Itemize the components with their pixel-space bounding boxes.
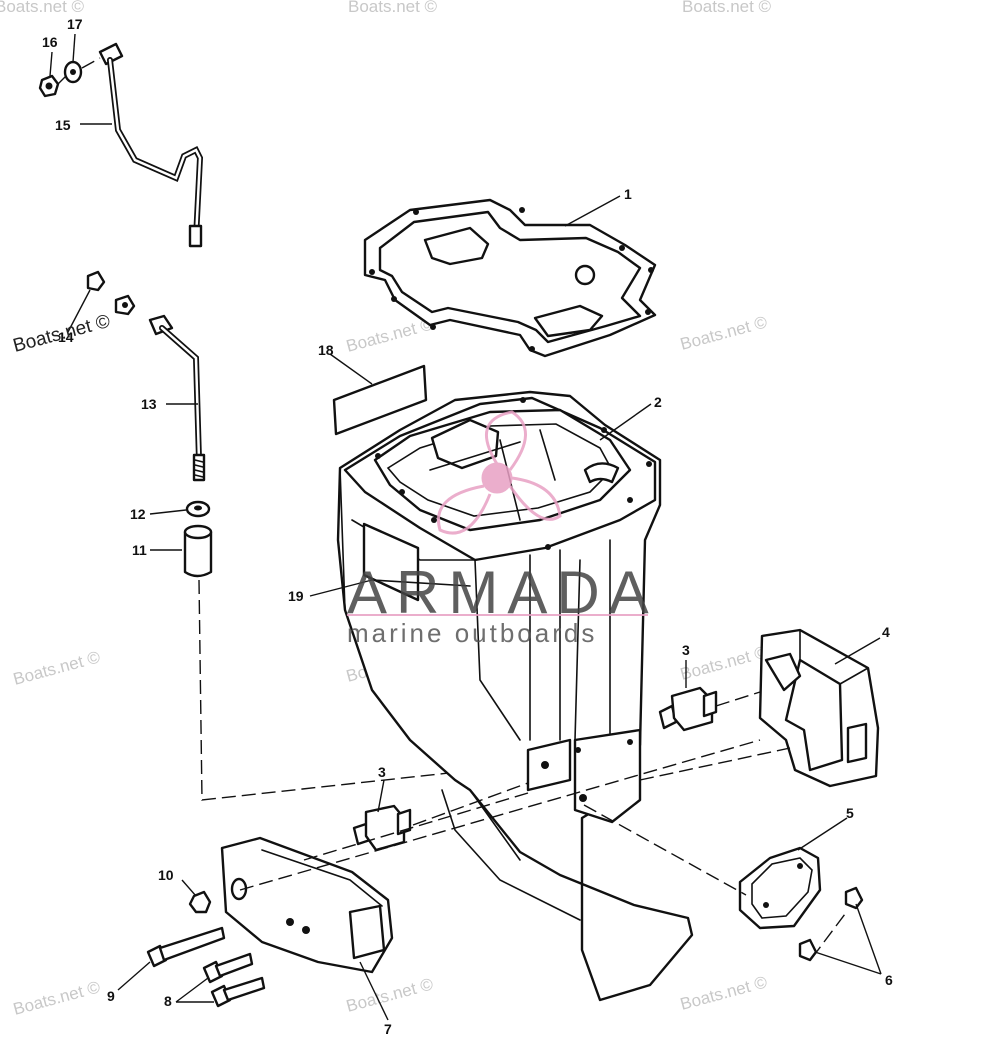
part-6-screw-upper [844,886,864,910]
propeller-logo-icon [437,410,562,535]
part-5-lower-mount-cover [738,846,822,930]
watermark-text: Boats.net © [11,311,113,357]
part-16-nut [38,74,60,98]
armada-tagline-text: marine outboards [347,618,597,648]
part-2-driveshaft-housing [336,390,694,1002]
watermark-text: Boats.net © [682,0,772,16]
callout-14: 14 [58,329,74,345]
callout-10: 10 [158,867,174,883]
callout-17: 17 [67,16,83,32]
callout-6: 6 [885,972,893,988]
callout-12: 12 [130,506,146,522]
part-1-gasket [363,198,657,358]
callout-7: 7 [384,1021,392,1037]
watermark-text: Boats.net © [678,972,769,1014]
callout-13: 13 [141,396,157,412]
watermark-text: Boats.net © [0,0,85,16]
callout-numbers: 1 2 3 3 4 5 6 7 8 9 10 11 12 13 14 15 16… [42,16,893,1037]
callout-3-lower: 3 [378,764,386,780]
part-11-link-line [198,579,541,801]
callout-8: 8 [164,993,172,1009]
assembly-lines [239,691,849,959]
callout-18: 18 [318,342,334,358]
watermark-text: Boats.net © [348,0,438,16]
part-12-nut [185,500,211,518]
part-8-bolt-upper [202,952,254,984]
callout-3-upper: 3 [682,642,690,658]
part-14-fasteners [86,270,136,316]
part-3-rubber-mount-upper [658,686,718,732]
part-4-upper-mount [758,628,880,788]
watermark-text: Boats.net © [678,642,769,684]
leader-lines [49,33,882,1021]
part-7-lower-mount-housing [220,836,394,974]
part-10-nut [188,890,212,914]
part-19-decal [371,579,471,587]
part-9-long-bolt [146,926,226,968]
callout-9: 9 [107,988,115,1004]
part-17-washer [63,60,83,84]
part-18-decal [332,364,428,436]
part-15-axis [57,57,101,85]
watermark-text: Boats.net © [11,977,102,1019]
part-11-coupler [183,524,213,578]
callout-2: 2 [654,394,662,410]
callout-16: 16 [42,34,58,50]
callout-5: 5 [846,805,854,821]
callout-15: 15 [55,117,71,133]
part-13-shift-rod [148,314,206,482]
part-3-rubber-mount-lower [352,804,412,852]
callout-19: 19 [288,588,304,604]
part-8-bolt-lower [210,976,266,1008]
callout-1: 1 [624,186,632,202]
part-15-shift-rod [98,42,204,248]
watermark-text: Boats.net © [11,647,102,689]
watermark-text: Boats.net © [678,312,769,354]
armada-logo-watermark: ARMADA marine outboards [347,410,649,648]
callout-11: 11 [132,542,147,558]
watermark-text: Boats.net © [344,974,435,1016]
callout-4: 4 [882,624,890,640]
